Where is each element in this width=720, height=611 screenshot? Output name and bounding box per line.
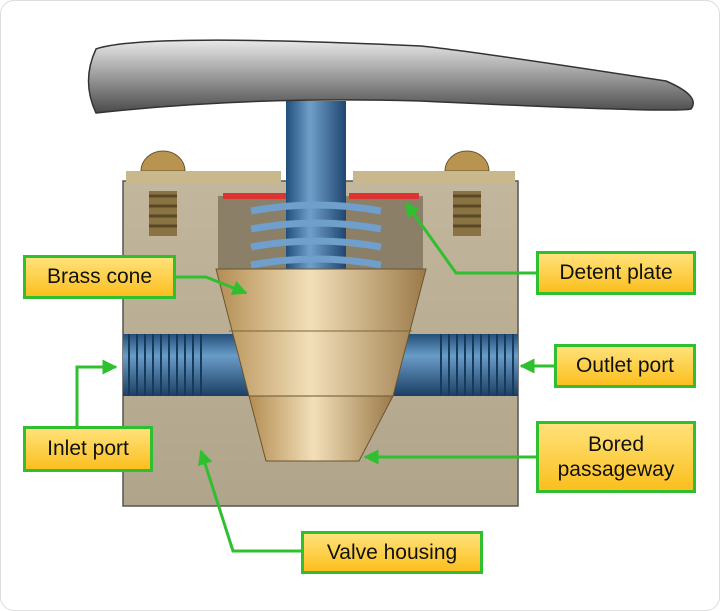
screws: [126, 150, 515, 236]
label-detent-plate: Detent plate: [536, 251, 696, 295]
stem: [286, 101, 346, 276]
brass-cone: [215, 268, 427, 462]
label-bored-passageway: Bored passageway: [536, 421, 696, 493]
label-brass-cone: Brass cone: [23, 255, 176, 299]
pipes: [123, 334, 518, 396]
spring: [250, 201, 382, 269]
label-outlet-port: Outlet port: [554, 344, 696, 388]
leader-lines: [75, 201, 554, 553]
handle: [87, 39, 694, 114]
detent-plate: [223, 193, 419, 199]
label-valve-housing: Valve housing: [301, 531, 483, 574]
label-inlet-port: Inlet port: [23, 426, 153, 472]
